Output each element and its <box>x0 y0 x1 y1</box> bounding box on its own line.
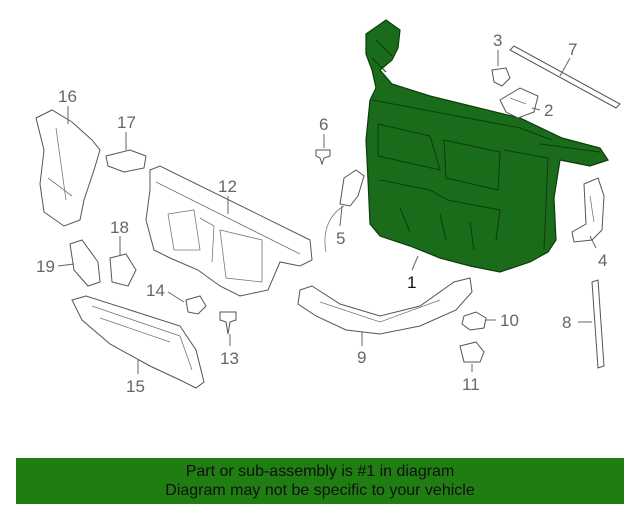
part-11-clip[interactable] <box>459 341 485 363</box>
callout-17: 17 <box>117 113 136 132</box>
callout-16: 16 <box>58 87 77 106</box>
callout-8: 8 <box>562 313 571 332</box>
part-2-bracket[interactable] <box>499 87 539 119</box>
leader-lines <box>57 50 597 374</box>
callout-5: 5 <box>336 229 345 248</box>
part-6-screw[interactable] <box>315 149 331 166</box>
part-8-vertical-seal[interactable] <box>591 279 605 369</box>
callout-7: 7 <box>568 40 577 59</box>
part-3-clip[interactable] <box>491 67 511 87</box>
callout-1: 1 <box>407 273 416 292</box>
part-1-radiator-support[interactable] <box>365 19 609 273</box>
callout-3: 3 <box>493 31 502 50</box>
callout-18: 18 <box>110 218 129 237</box>
callout-14: 14 <box>146 281 165 300</box>
info-banner: Part or sub-assembly is #1 in diagram Di… <box>16 458 624 504</box>
callout-12: 12 <box>218 177 237 196</box>
part-17-bracket[interactable] <box>105 149 147 173</box>
part-16-air-duct[interactable] <box>35 109 101 227</box>
part-9-lower-bracket[interactable] <box>297 277 473 335</box>
part-7-seal-strip[interactable] <box>509 45 621 109</box>
callout-10: 10 <box>500 311 519 330</box>
part-18-bracket[interactable] <box>109 253 137 287</box>
callout-2: 2 <box>544 101 553 120</box>
part-5-cable-bracket[interactable] <box>324 169 365 253</box>
callout-labels: 1 2 3 4 5 6 7 8 9 10 11 12 13 14 15 16 1… <box>36 31 607 396</box>
callout-6: 6 <box>319 115 328 134</box>
callout-13: 13 <box>220 349 239 368</box>
callout-19: 19 <box>36 257 55 276</box>
banner-line-2: Diagram may not be specific to your vehi… <box>165 482 475 499</box>
part-19-bracket[interactable] <box>69 239 101 287</box>
banner-line-1: Part or sub-assembly is #1 in diagram <box>185 463 455 480</box>
callout-9: 9 <box>357 348 366 367</box>
part-15-lower-air-guide[interactable] <box>71 295 205 389</box>
part-14-clip-nut[interactable] <box>185 295 207 315</box>
callout-11: 11 <box>462 375 480 394</box>
part-13-screw[interactable] <box>219 311 237 335</box>
part-4-side-bracket[interactable] <box>571 177 605 243</box>
part-10-nut[interactable] <box>461 311 487 331</box>
callout-4: 4 <box>598 251 607 270</box>
part-12-front-carrier[interactable] <box>145 165 313 297</box>
callout-15: 15 <box>126 377 145 396</box>
